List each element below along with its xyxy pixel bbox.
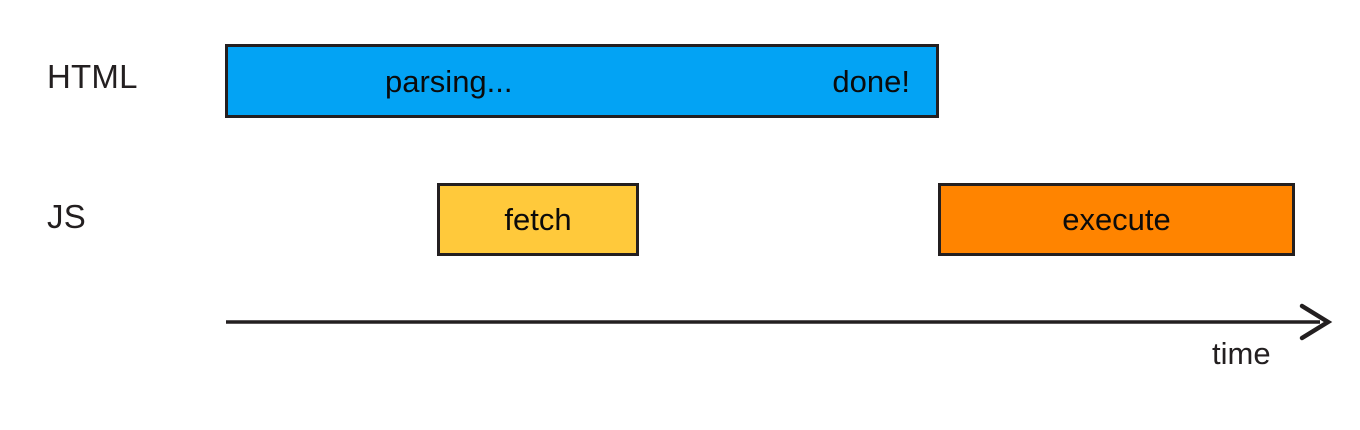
row-label-html: HTML bbox=[47, 58, 138, 95]
time-axis-arrow-icon bbox=[226, 303, 1333, 341]
timeline-bar-html-parsing: parsing... done! bbox=[225, 44, 939, 118]
row-label-js: JS bbox=[47, 198, 86, 235]
bar-label-execute: execute bbox=[1062, 202, 1171, 237]
time-axis-label: time bbox=[1212, 336, 1271, 371]
timeline-bar-js-execute: execute bbox=[938, 183, 1295, 256]
timeline-bar-js-fetch: fetch bbox=[437, 183, 639, 256]
bar-label-parsing: parsing... bbox=[385, 63, 513, 99]
bar-label-fetch: fetch bbox=[504, 202, 572, 237]
bar-label-done: done! bbox=[832, 63, 910, 99]
